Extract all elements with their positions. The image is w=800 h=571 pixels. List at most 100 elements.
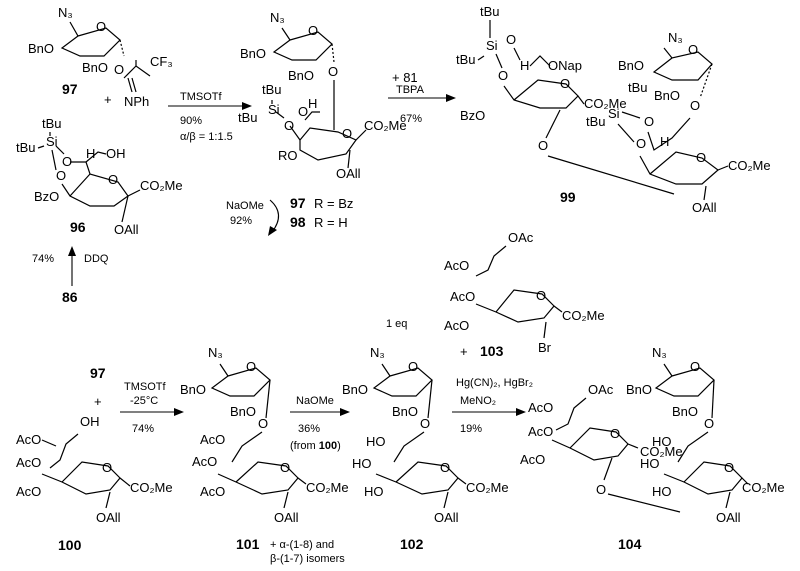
compound-number: 100: [58, 537, 82, 553]
azide-label: N₃: [370, 345, 385, 360]
allyloxy-label: OAll: [692, 200, 717, 215]
azide-label: N₃: [208, 345, 223, 360]
svg-text:(from 100): (from 100): [290, 440, 341, 452]
svg-text:O: O: [342, 126, 352, 141]
acetoxy-label: AcO: [444, 318, 469, 333]
equivalents-label: 1 eq: [386, 318, 407, 330]
acetoxy-label: AcO: [200, 432, 225, 447]
acetoxy-label: OAc: [588, 382, 614, 397]
benzyloxy-label: BnO: [654, 88, 680, 103]
benzyloxy-label: BnO: [626, 382, 652, 397]
compound-number: 97: [290, 195, 306, 211]
svg-text:O: O: [298, 104, 308, 119]
compound-102-structure: N₃ O BnO BnO O HO HO O HO CO₂Me OAll 102: [342, 345, 509, 552]
svg-text:O: O: [62, 154, 72, 169]
naphthylmethoxy-label: ONap: [548, 58, 582, 73]
acetoxy-label: AcO: [16, 484, 41, 499]
allyloxy-label: OAll: [96, 510, 121, 525]
substituent-definition: R = H: [314, 215, 348, 230]
svg-text:O: O: [696, 150, 706, 165]
temperature-label: -25°C: [130, 395, 158, 407]
reaction-1-arrow: TMSOTf 90% α/β = 1:1.5: [168, 91, 252, 143]
svg-text:O: O: [440, 460, 450, 475]
isomers-note: β-(1-7) isomers: [270, 553, 345, 565]
hydroxyl-label: HO: [364, 484, 384, 499]
hydrogen-label: H: [520, 58, 529, 73]
svg-text:O: O: [246, 359, 256, 374]
acetoxy-label: AcO: [16, 455, 41, 470]
tert-butyl-label: tBu: [480, 4, 500, 19]
methyl-ester-label: CO₂Me: [742, 480, 785, 495]
hydroxyl-label: OH: [80, 414, 100, 429]
silicon-label: Si: [268, 102, 280, 117]
plus-sign: +: [460, 344, 468, 359]
methyl-ester-label: CO₂Me: [364, 118, 407, 133]
silicon-label: Si: [608, 106, 620, 121]
methyl-ester-label: CO₂Me: [584, 96, 627, 111]
reagent-label: Hg(CN)₂, HgBr₂: [456, 377, 533, 389]
isomers-note: + α-(1-8) and: [270, 539, 334, 551]
svg-text:O: O: [114, 62, 124, 77]
from-prefix: (from: [290, 440, 319, 452]
benzyloxy-label: BnO: [672, 404, 698, 419]
phenylimino-label: NPh: [124, 94, 149, 109]
svg-text:O: O: [280, 460, 290, 475]
reaction-2-arrow: + 81 TBPA 67%: [388, 70, 456, 125]
benzyloxy-label: BnO: [288, 68, 314, 83]
compound-97-structure: N₃ O BnO BnO O CF₃ NPh 97: [28, 5, 173, 109]
methyl-ester-label: CO₂Me: [140, 178, 183, 193]
acetoxy-label: AcO: [450, 289, 475, 304]
benzyloxy-label: BnO: [28, 41, 54, 56]
reagent-label: + 81: [392, 70, 418, 85]
allyloxy-label: OAll: [336, 166, 361, 181]
substituent-definition: R = Bz: [314, 196, 353, 211]
benzyloxy-label: BnO: [230, 404, 256, 419]
tert-butyl-label: tBu: [42, 116, 62, 131]
hydroxyl-label: HO: [652, 484, 672, 499]
azide-label: N₃: [270, 10, 285, 25]
disaccharide-97-98-structure: N₃ O BnO BnO O tBu Si tBu O O H O CO₂Me …: [238, 10, 407, 181]
compound-number: 97: [62, 81, 78, 97]
anomeric-ratio-label: α/β = 1:1.5: [180, 131, 233, 143]
svg-text:O: O: [328, 64, 338, 79]
compound-number: 99: [560, 189, 576, 205]
ddq-step: 74% DDQ 86: [32, 246, 109, 305]
hydrogen-label: H: [660, 134, 669, 149]
hydrogen-label: H: [86, 146, 95, 161]
reaction-4-arrow: NaOMe 36% (from 100): [290, 395, 350, 452]
allyloxy-label: OAll: [434, 510, 459, 525]
hydrogen-label: H: [308, 96, 317, 111]
solvent-label: MeNO₂: [460, 395, 496, 407]
yield-label: 74%: [132, 423, 154, 435]
reagent-label: TBPA: [396, 84, 425, 96]
hydroxyl-label: HO: [352, 456, 372, 471]
acetoxy-label: AcO: [520, 452, 545, 467]
ether-label: RO: [278, 148, 298, 163]
hydroxyl-label: OH: [106, 146, 126, 161]
reagent-label: TMSOTf: [124, 381, 166, 393]
methyl-ester-label: CO₂Me: [562, 308, 605, 323]
benzyloxy-label: BnO: [618, 58, 644, 73]
acetoxy-label: AcO: [192, 454, 217, 469]
methyl-ester-label: CO₂Me: [640, 444, 683, 459]
benzyloxy-label: BnO: [240, 46, 266, 61]
compound-number: 96: [70, 219, 86, 235]
silicon-label: Si: [46, 134, 58, 149]
benzyloxy-label: BnO: [82, 60, 108, 75]
yield-label: 19%: [460, 423, 482, 435]
svg-text:O: O: [96, 19, 106, 34]
silicon-label: Si: [486, 38, 498, 53]
compound-99-structure: tBu Si tBu O O H ONap O BzO CO₂Me O N₃ O…: [456, 4, 771, 215]
svg-text:O: O: [506, 32, 516, 47]
reagent-label: NaOMe: [226, 200, 264, 212]
svg-text:O: O: [644, 114, 654, 129]
reagent-label: DDQ: [84, 253, 109, 265]
hydroxyl-label: HO: [652, 434, 672, 449]
methyl-ester-label: CO₂Me: [130, 480, 173, 495]
svg-text:O: O: [408, 359, 418, 374]
deprotection-step: NaOMe 92% 97 R = Bz 98 R = H: [226, 195, 353, 236]
compound-number: 104: [618, 536, 642, 552]
benzyloxy-label: BnO: [342, 382, 368, 397]
benzoyloxy-label: BzO: [34, 189, 59, 204]
acetoxy-label: AcO: [200, 484, 225, 499]
